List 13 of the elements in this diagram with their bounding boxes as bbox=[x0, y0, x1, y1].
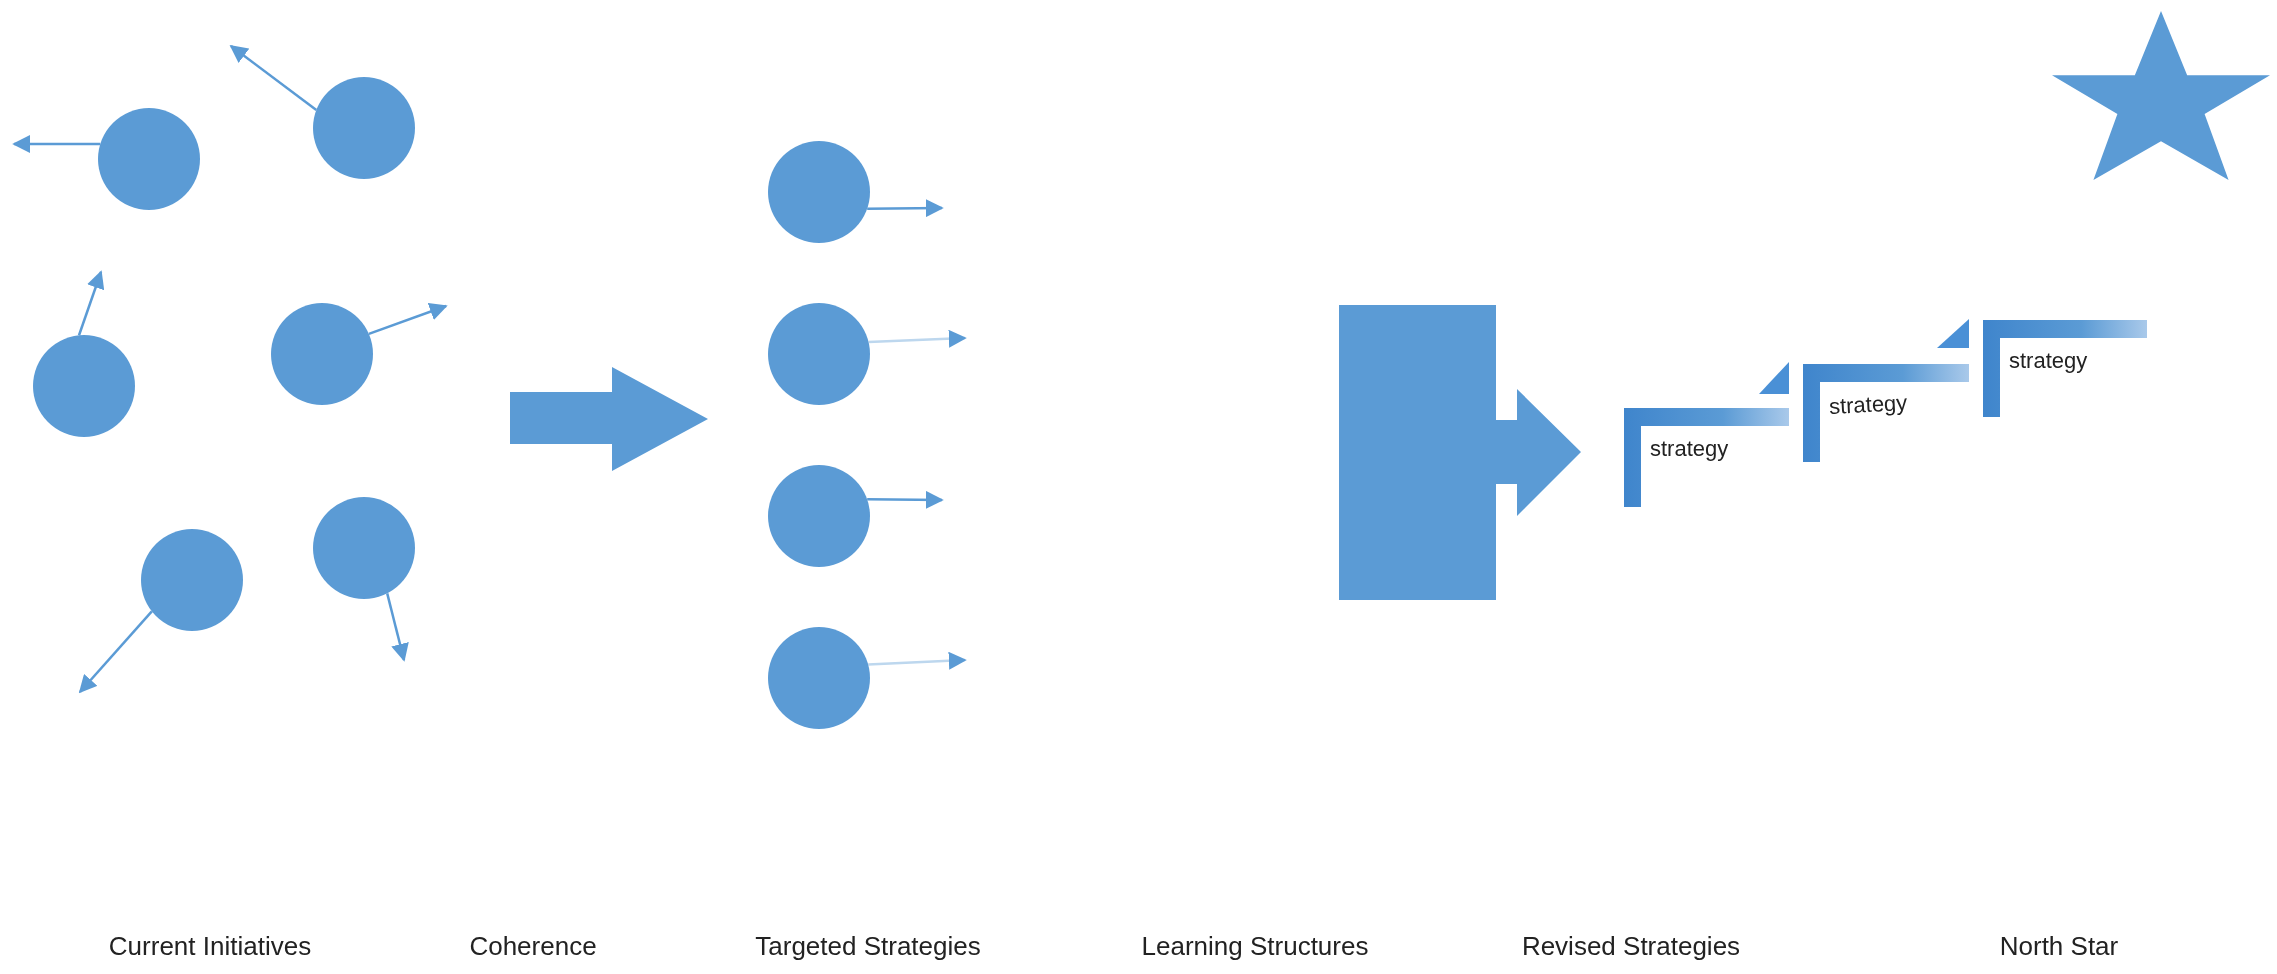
step-label: strategy bbox=[1650, 438, 1729, 460]
stage-label: Current Initiatives bbox=[108, 933, 312, 959]
stage-label: Learning Structures bbox=[1141, 933, 1369, 959]
strategy-step bbox=[1983, 320, 2147, 417]
strategy-step bbox=[1624, 408, 1789, 507]
step-label: strategy bbox=[1828, 391, 1908, 419]
stage-label: Targeted Strategies bbox=[755, 933, 981, 959]
stage-label: Coherence bbox=[469, 933, 597, 959]
step-label: strategy bbox=[2009, 350, 2088, 372]
star bbox=[2052, 11, 2270, 180]
stage-label: Revised Strategies bbox=[1521, 933, 1741, 959]
stage-label: North Star bbox=[1999, 933, 2119, 959]
strategy-step bbox=[1803, 364, 1969, 462]
